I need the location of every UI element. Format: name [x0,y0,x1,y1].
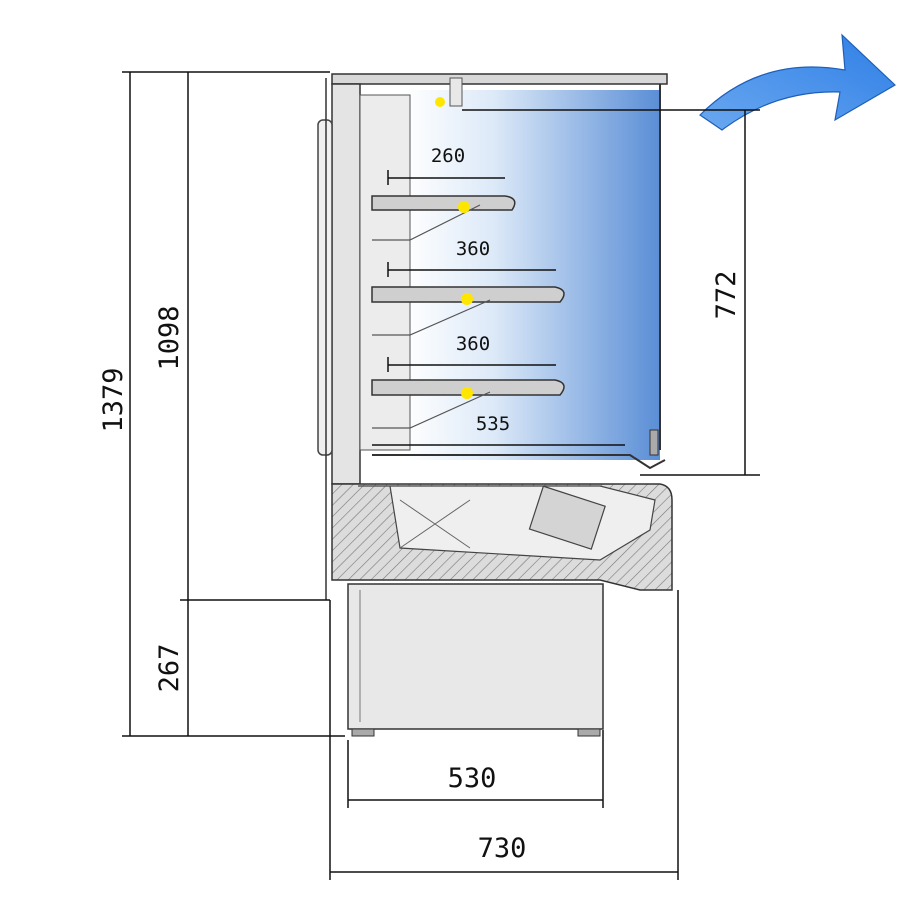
dimension-lines [122,71,760,880]
bottom-deck [372,454,666,470]
dimension-total-height: 1379 [98,367,129,432]
evaporator-unit [528,485,606,550]
dimension-display-opening: 772 [711,271,742,320]
dimension-middle-shelf: 360 [456,238,490,260]
shelf-middle-bracket [372,299,491,336]
dimension-lower-shelf: 360 [456,333,490,355]
shelf-lower-bracket [372,391,491,429]
shelf-top-bracket [372,204,481,241]
air-curtain-arrow-icon [699,33,896,131]
dimension-top-shelf: 260 [431,145,465,167]
back-wall-inner [359,94,411,451]
rear-door-handle [317,119,333,456]
dimension-base-height: 267 [154,644,185,693]
dimension-total-width: 730 [478,833,527,864]
light-shelf-middle [461,293,473,305]
dimension-bottom-deck: 535 [476,413,510,435]
top-light-housing [449,77,463,107]
light-top [435,97,445,107]
front-air-grille [649,429,659,456]
top-frame [331,73,668,85]
light-shelf-lower [461,387,473,399]
glass-display-area [405,90,660,460]
light-shelf-top [458,201,470,213]
foot-left [351,728,375,737]
foot-right [577,728,601,737]
shelf-top [371,195,516,211]
back-wall [331,83,361,485]
base-cavity-cross [399,499,471,549]
dimension-base-width: 530 [448,763,497,794]
stand-cabinet [347,583,604,730]
dimension-cabinet-height: 1098 [154,305,185,370]
